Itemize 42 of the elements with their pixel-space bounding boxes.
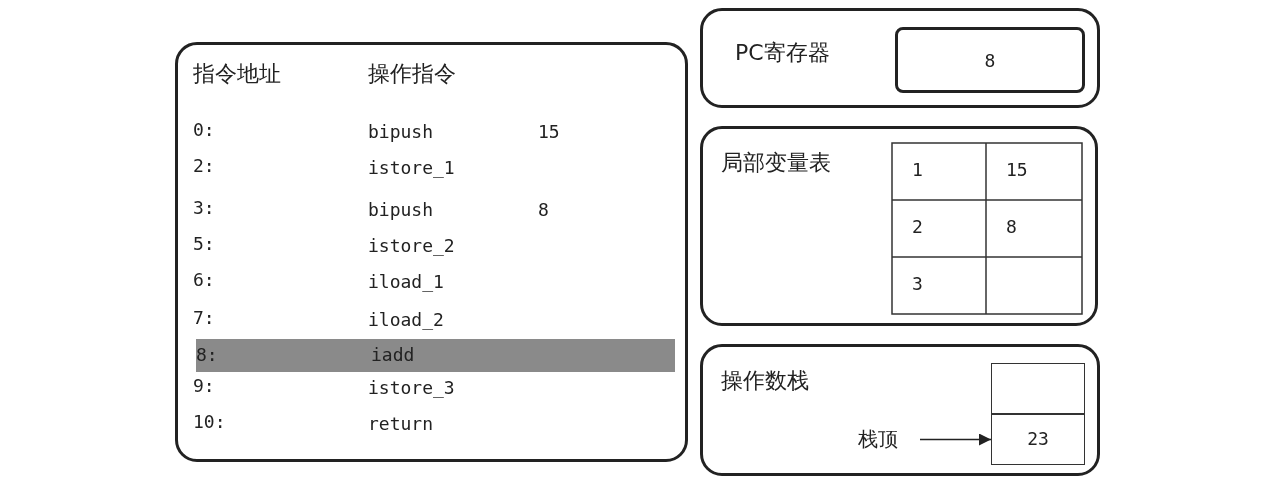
instruction-address: 9:: [193, 374, 215, 398]
table-cell: 2: [912, 215, 923, 239]
panel-title: 操作数栈: [721, 369, 809, 393]
instruction-name: istore_2: [368, 234, 455, 258]
variable-table-panel: [700, 126, 1098, 326]
column-header: 操作指令: [368, 62, 456, 86]
stack-cell: [991, 363, 1085, 414]
instruction-address: 8:: [196, 343, 218, 367]
highlight-band: [196, 339, 675, 372]
instruction-name: iload_2: [368, 308, 444, 332]
instruction-name: istore_1: [368, 156, 455, 180]
stack-cell: [991, 414, 1085, 465]
table-cell: 1: [912, 158, 923, 182]
value-box: [895, 27, 1085, 93]
instruction-address: 0:: [193, 118, 215, 142]
table-cell: 8: [1006, 215, 1017, 239]
instruction-address: 5:: [193, 232, 215, 256]
column-header: 指令地址: [193, 62, 281, 86]
instruction-address: 7:: [193, 306, 215, 330]
instruction-address: 6:: [193, 268, 215, 292]
instruction-name: istore_3: [368, 376, 455, 400]
operand: 15: [538, 120, 560, 144]
register-panel: [700, 8, 1100, 108]
instruction-name: bipush: [368, 120, 434, 144]
instruction-name: return: [368, 412, 434, 436]
operand: 8: [538, 198, 549, 222]
instruction-name: bipush: [368, 198, 434, 222]
cell-value: 8: [983, 49, 997, 73]
panel-title: 局部变量表: [721, 151, 831, 175]
instruction-name: iadd: [371, 343, 415, 367]
table-cell: 3: [912, 272, 923, 296]
instruction-address: 3:: [193, 196, 215, 220]
instruction-address: 2:: [193, 154, 215, 178]
code-panel: [175, 42, 688, 462]
instruction-address: 10:: [193, 410, 226, 434]
operand-stack-panel: [700, 344, 1100, 476]
arrow: [919, 433, 992, 446]
cell-value: 23: [1026, 426, 1050, 451]
stack-top-label: 栈顶: [858, 425, 918, 455]
instruction-name: iload_1: [368, 270, 444, 294]
table-cell: 15: [1006, 158, 1028, 182]
panel-title: PC寄存器: [735, 41, 830, 65]
